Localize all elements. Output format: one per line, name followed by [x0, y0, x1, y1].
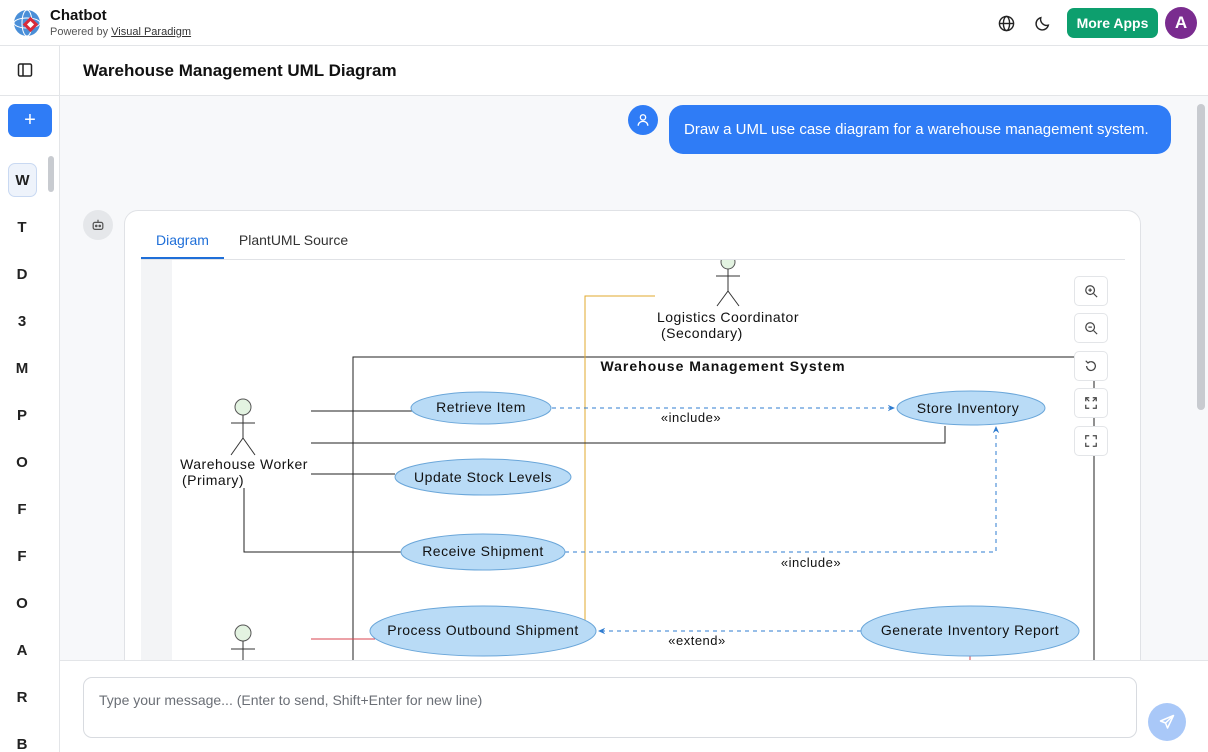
history-item[interactable]: F — [17, 500, 27, 518]
user-message-bubble: Draw a UML use case diagram for a wareho… — [669, 105, 1171, 154]
tab-plantuml-source[interactable]: PlantUML Source — [238, 232, 349, 248]
history-item[interactable]: B — [16, 735, 28, 752]
history-item[interactable]: D — [16, 265, 28, 283]
uml-diagram-canvas: Warehouse Management System Logistics Co… — [172, 260, 1125, 660]
system-boundary — [352, 356, 1095, 660]
dark-mode-icon[interactable] — [1032, 12, 1054, 34]
chatbot-logo-icon — [12, 8, 42, 38]
include-receive-store — [565, 426, 1000, 553]
sidebar-scrollbar[interactable] — [48, 156, 54, 192]
page-header: Warehouse Management UML Diagram — [60, 46, 1208, 96]
use-case-label: Process Outbound Shipment — [387, 622, 579, 638]
worker-name: Warehouse Worker — [180, 456, 308, 472]
use-case-label: Store Inventory — [917, 400, 1019, 416]
history-item[interactable]: O — [16, 594, 28, 612]
use-case-label: Retrieve Item — [436, 399, 526, 415]
top-bar: Chatbot Powered by Visual Paradigm More … — [0, 0, 1208, 46]
fit-view-icon[interactable] — [1074, 388, 1108, 418]
use-case-label: Receive Shipment — [422, 543, 544, 559]
use-case-generate-inventory-report[interactable]: Generate Inventory Report — [860, 605, 1080, 657]
send-icon[interactable] — [1148, 703, 1186, 741]
user-avatar[interactable]: A — [1165, 7, 1197, 39]
visual-paradigm-link[interactable]: Visual Paradigm — [111, 26, 192, 38]
history-item[interactable]: W — [8, 163, 37, 197]
fullscreen-icon[interactable] — [1074, 426, 1108, 456]
use-case-store-inventory[interactable]: Store Inventory — [896, 390, 1046, 426]
sidebar: + W T D 3 M P O F F O A R B — [0, 46, 60, 752]
warehouse-worker-actor — [230, 398, 256, 456]
include-label-2: «include» — [781, 555, 841, 570]
powered-by-prefix: Powered by — [50, 26, 112, 38]
coordinator-association — [584, 295, 655, 633]
history-item[interactable]: P — [16, 406, 27, 424]
include-label-1: «include» — [661, 410, 721, 425]
reset-zoom-icon[interactable] — [1074, 351, 1108, 381]
history-item[interactable]: R — [16, 688, 28, 706]
history-item[interactable]: F — [17, 547, 27, 565]
chat-scrollbar[interactable] — [1197, 104, 1205, 410]
zoom-in-icon[interactable] — [1074, 276, 1108, 306]
chat-area: Draw a UML use case diagram for a wareho… — [60, 96, 1208, 660]
use-case-label: Update Stock Levels — [414, 469, 552, 485]
powered-by: Powered by Visual Paradigm — [50, 26, 191, 38]
bot-avatar — [83, 210, 113, 240]
page-title: Warehouse Management UML Diagram — [83, 61, 397, 80]
coordinator-name: Logistics Coordinator — [657, 309, 799, 325]
system-name: Warehouse Management System — [600, 358, 845, 374]
history-item[interactable]: O — [16, 453, 28, 471]
more-apps-button[interactable]: More Apps — [1067, 8, 1158, 38]
third-actor — [231, 624, 255, 660]
message-input-bar — [60, 660, 1208, 752]
history-item[interactable]: 3 — [17, 312, 27, 330]
history-item[interactable]: T — [17, 218, 27, 236]
use-case-label: Generate Inventory Report — [881, 622, 1059, 638]
app-title: Chatbot — [50, 7, 107, 24]
sidebar-toggle-icon[interactable] — [14, 59, 36, 81]
logistics-coordinator-actor — [716, 260, 740, 307]
message-input[interactable] — [83, 677, 1137, 738]
bot-response-card: Diagram PlantUML Source Warehouse Manage… — [124, 210, 1141, 660]
association-receive — [243, 488, 401, 553]
user-message-avatar — [628, 105, 658, 135]
use-case-process-outbound-shipment[interactable]: Process Outbound Shipment — [369, 605, 597, 657]
coordinator-role: (Secondary) — [661, 325, 743, 341]
globe-icon[interactable] — [995, 12, 1017, 34]
association-store — [311, 426, 946, 444]
uml-use-case-diagram: Warehouse Management System Logistics Co… — [180, 260, 1095, 660]
worker-role: (Primary) — [182, 472, 244, 488]
history-item[interactable]: A — [16, 641, 28, 659]
extend-label: «extend» — [668, 633, 726, 648]
diagram-viewer[interactable]: Warehouse Management System Logistics Co… — [141, 260, 1125, 660]
tab-diagram[interactable]: Diagram — [141, 223, 224, 259]
response-tabs: Diagram PlantUML Source — [141, 223, 363, 259]
use-case-retrieve-item[interactable]: Retrieve Item — [410, 391, 552, 425]
zoom-out-icon[interactable] — [1074, 313, 1108, 343]
history-item[interactable]: M — [15, 359, 29, 377]
new-chat-button[interactable]: + — [8, 104, 52, 137]
use-case-update-stock-levels[interactable]: Update Stock Levels — [394, 458, 572, 496]
use-case-receive-shipment[interactable]: Receive Shipment — [400, 533, 566, 571]
tab-divider — [141, 259, 1125, 260]
sidebar-divider — [0, 95, 60, 96]
